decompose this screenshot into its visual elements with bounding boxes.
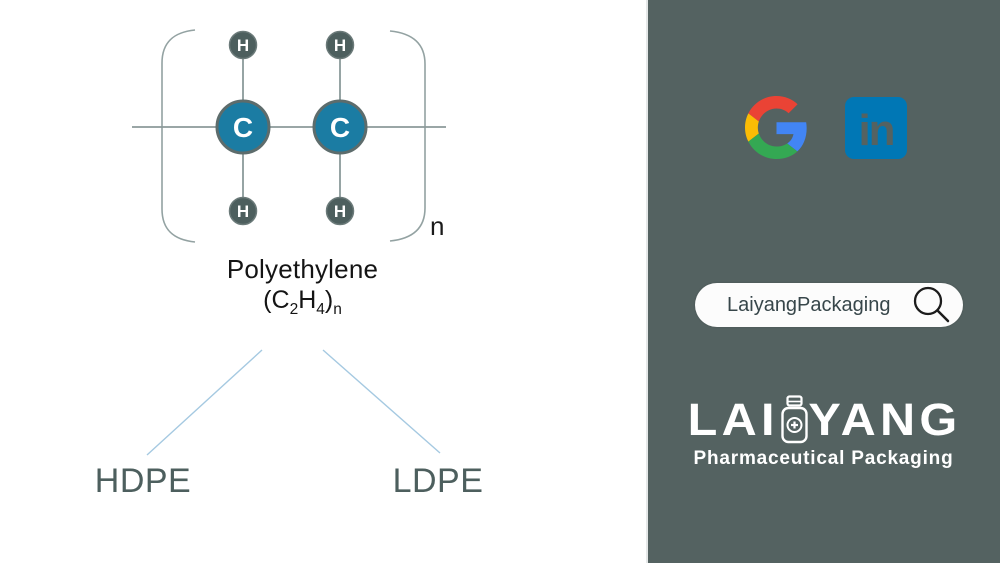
formula-subscript: 4 (316, 301, 325, 318)
formula-subscript: 2 (289, 301, 299, 318)
logo-word-yang: YANG (808, 394, 962, 445)
hydrogen-label: H (334, 202, 346, 221)
search-icon[interactable] (911, 284, 953, 326)
google-icon[interactable] (745, 96, 808, 159)
carbon-label: C (330, 112, 350, 143)
formula-part: ) (324, 286, 334, 314)
branch-label-hdpe: HDPE (94, 462, 192, 500)
polymer-formula: (C2H4)n (150, 286, 455, 319)
logo-subtitle: Pharmaceutical Packaging (693, 447, 954, 469)
formula-part: H (298, 286, 317, 314)
search-input[interactable] (725, 292, 911, 318)
linkedin-in-glyph: in (858, 106, 895, 155)
hydrogen-atom (228, 196, 258, 226)
hydrogen-atom (228, 30, 258, 60)
hydrogen-atom (325, 30, 355, 60)
carbon-label: C (233, 112, 253, 143)
right-bracket (389, 30, 426, 242)
formula-subscript: n (333, 301, 342, 318)
repeat-subscript: n (430, 211, 444, 241)
branch-line-right (322, 349, 441, 454)
branch-label-ldpe: LDPE (392, 462, 484, 500)
polymer-title: Polyethylene (226, 254, 379, 284)
laiyang-logo: LAI YANG Pharmaceutical Packaging (647, 395, 1000, 470)
ethylene-structure-diagram: H H H H C C n (132, 29, 446, 243)
branch-connector-lines (146, 349, 441, 456)
logo-word-lai: LAI (687, 394, 779, 445)
carbon-atom (312, 99, 368, 155)
search-bar[interactable] (695, 283, 963, 327)
hydrogen-label: H (237, 202, 249, 221)
laiyang-logo-wordmark: LAI YANG (687, 395, 957, 445)
branch-line-left (146, 349, 263, 456)
formula-part: (C (263, 286, 290, 314)
hydrogen-label: H (237, 36, 249, 55)
pill-bottle-icon (781, 395, 808, 444)
hydrogen-atom (325, 196, 355, 226)
left-bracket (161, 29, 196, 243)
brand-panel (646, 0, 1000, 563)
hydrogen-label: H (334, 36, 346, 55)
linkedin-icon[interactable]: in (845, 97, 907, 159)
carbon-atom (215, 99, 271, 155)
